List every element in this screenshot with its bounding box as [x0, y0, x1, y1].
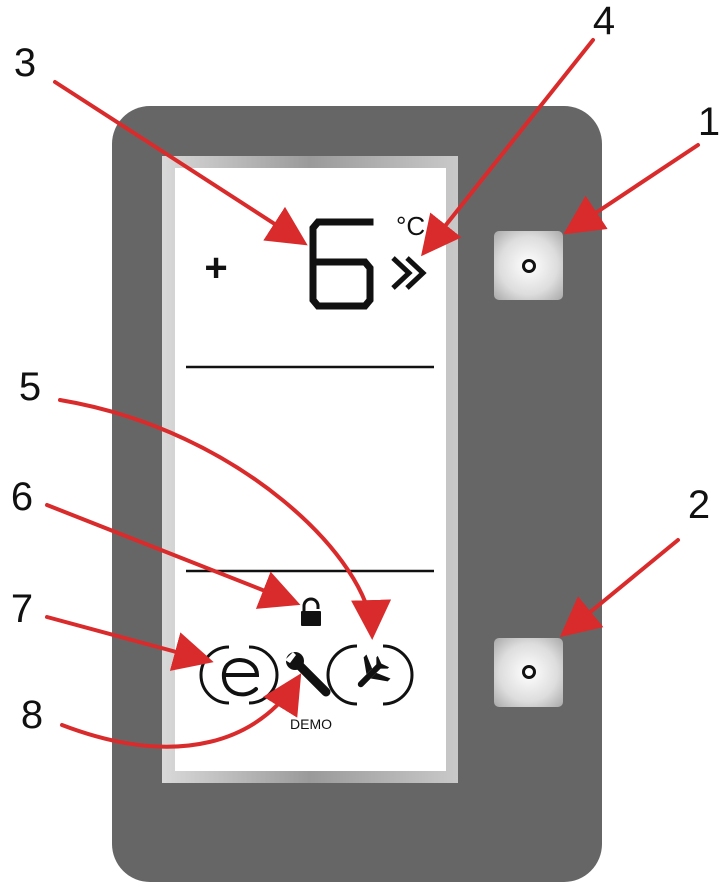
upper-button[interactable] — [494, 231, 563, 300]
lower-button[interactable] — [494, 638, 563, 707]
callout-arrow-2 — [559, 538, 680, 638]
superfast-cool-icon — [391, 256, 427, 290]
lock-icon — [301, 597, 321, 626]
temperature-sign: + — [204, 246, 227, 290]
callout-number-5: 5 — [19, 365, 41, 409]
temperature-unit: °C — [396, 211, 425, 241]
temperature-digit — [309, 218, 374, 310]
callout-number-6: 6 — [11, 475, 33, 519]
holiday-mode-icon — [326, 644, 414, 706]
callout-arrow-1 — [563, 143, 700, 235]
callout-number-4: 4 — [593, 0, 615, 43]
callout-number-8: 8 — [21, 693, 43, 737]
demo-wrench-icon — [285, 652, 331, 697]
callout-number-2: 2 — [688, 483, 710, 527]
callout-arrow-7 — [45, 615, 214, 671]
callout-arrow-3 — [53, 80, 308, 246]
callout-number-3: 3 — [14, 41, 36, 85]
callout-number-7: 7 — [11, 587, 33, 631]
callout-arrow-6 — [45, 503, 301, 609]
callout-number-1: 1 — [698, 100, 720, 144]
demo-label: DEMO — [290, 716, 332, 732]
callout-arrow-5 — [58, 398, 392, 640]
callout-arrow-4 — [421, 38, 595, 257]
callout-arrow-8 — [60, 673, 302, 749]
